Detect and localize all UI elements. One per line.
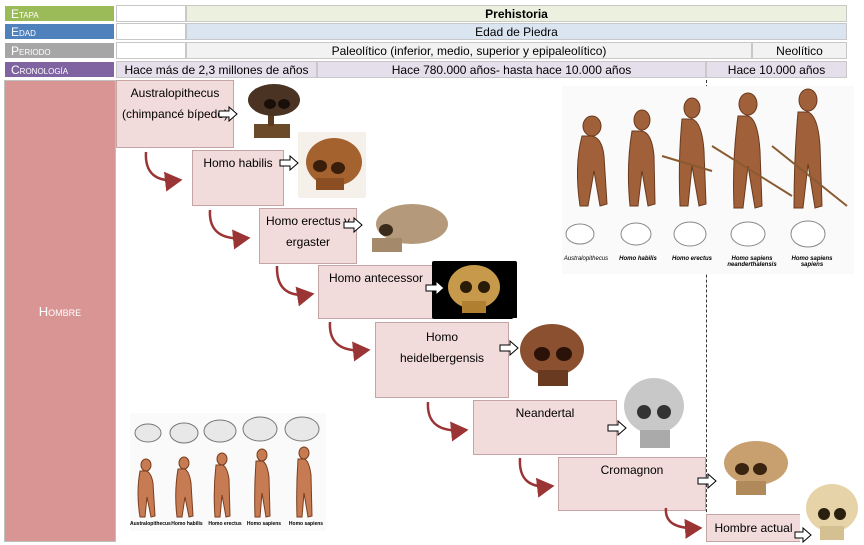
species-cromagnon: Cromagnon bbox=[558, 457, 706, 511]
edad-blank-cell bbox=[116, 23, 186, 40]
evolution-image: Australopithecus Homo habilis Homo erect… bbox=[562, 86, 854, 274]
etapa-label: Etapa bbox=[4, 5, 115, 22]
cronologia-label: Cronología bbox=[4, 61, 115, 78]
hombre-label: Hombre bbox=[4, 80, 116, 542]
skull-australopithecus-image bbox=[236, 80, 312, 142]
skull-neandertal-image bbox=[618, 374, 688, 454]
evolution-figures bbox=[565, 88, 848, 248]
etapa-blank-cell bbox=[116, 5, 186, 22]
skull-habilis-image bbox=[298, 132, 366, 198]
periodo-paleolitico: Paleolítico (inferior, medio, superior y… bbox=[186, 42, 752, 59]
brain-caption-3: Homo erectus bbox=[208, 521, 242, 527]
edad-value: Edad de Piedra bbox=[186, 23, 847, 40]
brain-caption-5: Homo sapiens bbox=[288, 521, 324, 527]
cronologia-c2: Hace 780.000 años- hasta hace 10.000 año… bbox=[317, 61, 706, 78]
brain-evolution-image: Australopithecus Homo habilis Homo erect… bbox=[130, 413, 326, 531]
skull-heidelbergensis-image bbox=[512, 318, 592, 394]
etapa-value: Prehistoria bbox=[186, 5, 847, 22]
neolithic-divider bbox=[706, 80, 707, 542]
brain-caption-1: Australopithecus bbox=[130, 521, 171, 527]
brain-caption-4: Homo sapiens bbox=[246, 521, 282, 527]
cronologia-c1: Hace más de 2,3 millones de años bbox=[116, 61, 317, 78]
species-australopithecus: Australopithecus (chimpancé bípedo) bbox=[116, 80, 234, 148]
cronologia-c3: Hace 10.000 años bbox=[706, 61, 847, 78]
periodo-neolitico: Neolítico bbox=[752, 42, 847, 59]
evo-caption-5: Homo sapiens sapiens bbox=[791, 256, 833, 268]
species-homo-antecessor: Homo antecessor bbox=[318, 265, 434, 319]
species-homo-habilis: Homo habilis bbox=[192, 150, 284, 206]
evo-caption-1: Australopithecus bbox=[563, 256, 609, 262]
evo-caption-3: Homo erectus bbox=[671, 256, 712, 262]
skull-antecessor-image bbox=[432, 261, 517, 319]
evo-caption-2: Homo habilis bbox=[619, 256, 657, 262]
brain-figures bbox=[134, 416, 320, 518]
species-homo-heidelbergensis: Homo heidelbergensis bbox=[375, 322, 509, 398]
edad-label: Edad bbox=[4, 23, 115, 40]
skull-cromagnon-image bbox=[712, 437, 790, 501]
species-homo-erectus: Homo erectus y ergaster bbox=[259, 208, 357, 264]
brain-caption-2: Homo habilis bbox=[171, 521, 203, 527]
periodo-label: Periodo bbox=[4, 42, 115, 59]
skull-erectus-image bbox=[360, 198, 452, 260]
evo-caption-4: Homo sapiens neanderthalensis bbox=[727, 256, 777, 268]
periodo-blank-cell bbox=[116, 42, 186, 59]
